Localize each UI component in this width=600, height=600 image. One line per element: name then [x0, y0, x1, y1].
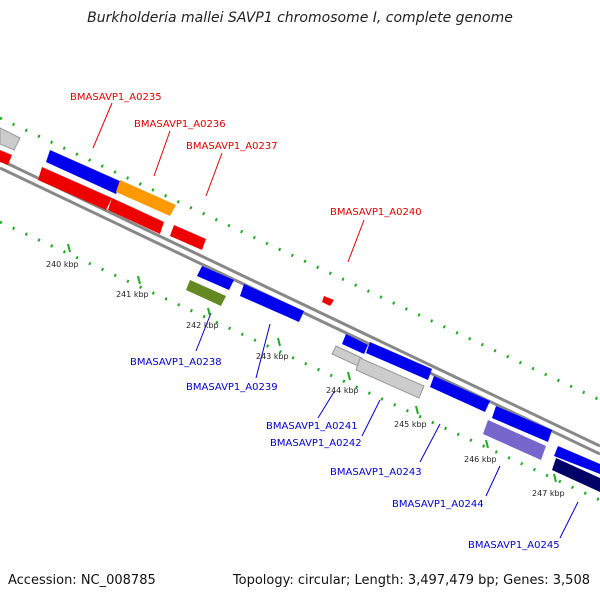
forward-genes	[0, 127, 334, 306]
label-a0240[interactable]: BMASAVP1_A0240	[330, 207, 422, 218]
scale-label-240: 240 kbp	[46, 260, 79, 269]
leader-a0237	[205, 152, 223, 197]
reverse-genes	[186, 266, 600, 492]
gene-blue-244[interactable]	[342, 334, 368, 354]
leader-a0235	[92, 102, 113, 149]
label-a0241[interactable]: BMASAVP1_A0241	[266, 421, 358, 432]
scale-tick-244	[347, 371, 351, 381]
gene-blue-246[interactable]	[492, 406, 552, 442]
gene-blue-241[interactable]	[197, 266, 234, 290]
label-a0244[interactable]: BMASAVP1_A0244	[392, 499, 484, 510]
label-a0243[interactable]: BMASAVP1_A0243	[330, 467, 422, 478]
gene-a0240[interactable]	[322, 296, 334, 306]
scale-tick-240	[67, 243, 71, 253]
gene-a0238[interactable]	[186, 280, 226, 306]
leader-a0241	[317, 391, 335, 419]
leader-a0239	[255, 323, 271, 379]
label-a0245[interactable]: BMASAVP1_A0245	[468, 540, 560, 551]
label-a0242[interactable]: BMASAVP1_A0242	[270, 438, 362, 449]
leader-a0244	[485, 465, 501, 497]
label-a0239[interactable]: BMASAVP1_A0239	[186, 382, 278, 393]
scale-tick-246	[485, 439, 489, 449]
scale-tick-243	[277, 337, 281, 347]
scale-label-243: 243 kbp	[256, 352, 289, 361]
label-a0236[interactable]: BMASAVP1_A0236	[134, 119, 226, 130]
gene-a0244[interactable]	[483, 420, 546, 460]
leader-a0242	[361, 399, 381, 437]
gene-red-left[interactable]	[0, 150, 12, 165]
label-a0238[interactable]: BMASAVP1_A0238	[130, 357, 222, 368]
gene-blue-247[interactable]	[554, 446, 600, 474]
label-a0235[interactable]: BMASAVP1_A0235	[70, 92, 162, 103]
gene-a0235[interactable]	[46, 150, 122, 194]
outer-tick-ring	[0, 116, 600, 402]
scale-label-242: 242 kbp	[186, 321, 219, 330]
gene-a0236[interactable]	[116, 180, 176, 216]
scale-label-244: 244 kbp	[326, 386, 359, 395]
scale-label-246: 246 kbp	[464, 455, 497, 464]
gene-a0245[interactable]	[552, 458, 600, 492]
label-a0237[interactable]: BMASAVP1_A0237	[186, 141, 278, 152]
gene-a0242[interactable]	[355, 357, 425, 399]
leader-a0238	[195, 312, 212, 352]
leader-a0243	[419, 423, 441, 463]
leader-a0236	[153, 130, 171, 177]
scale-tick-247	[553, 473, 557, 483]
gene-blue-244b[interactable]	[366, 342, 432, 380]
scale-tick-241	[137, 275, 141, 285]
genome-summary: Topology: circular; Length: 3,497,479 bp…	[232, 573, 590, 588]
scale-label-245: 245 kbp	[394, 420, 427, 429]
gene-a0237c[interactable]	[170, 225, 206, 250]
backbone-outer	[0, 158, 600, 448]
gene-a0237a[interactable]	[38, 167, 112, 210]
scale-tick-242	[207, 307, 211, 317]
scale-label-247: 247 kbp	[532, 489, 565, 498]
gene-a0243[interactable]	[430, 376, 490, 412]
inner-tick-ring	[0, 220, 600, 502]
accession-text: Accession: NC_008785	[8, 573, 156, 588]
gene-grey-left[interactable]	[0, 127, 21, 151]
gene-a0239[interactable]	[240, 284, 304, 322]
scale-tick-245	[415, 405, 419, 415]
leader-a0240	[347, 219, 365, 263]
scale-label-241: 241 kbp	[116, 290, 149, 299]
leader-a0245	[559, 501, 579, 539]
map-title: Burkholderia mallei SAVP1 chromosome I, …	[87, 10, 513, 26]
gene-a0237b[interactable]	[108, 198, 164, 234]
